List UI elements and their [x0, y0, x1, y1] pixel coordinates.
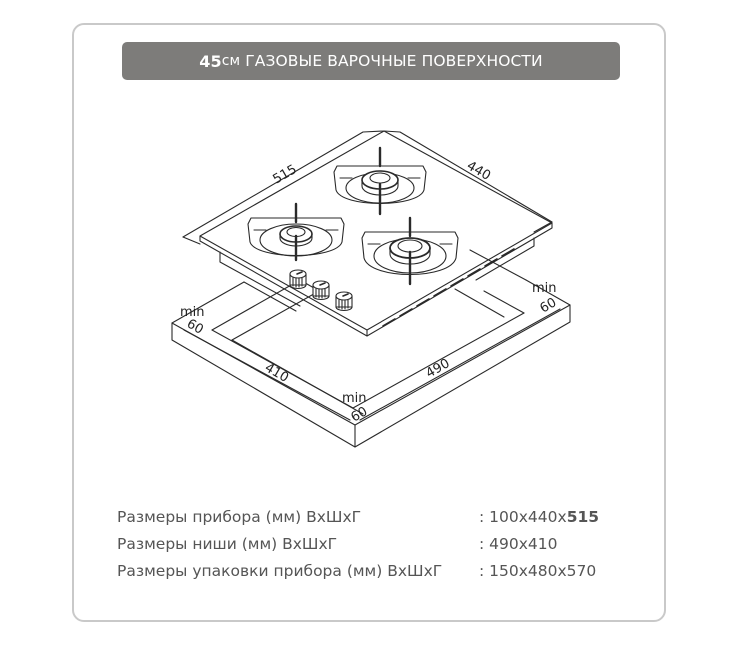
control-knob-1: [289, 269, 307, 290]
dim-label-60-left: 60: [184, 316, 206, 337]
spec-row-niche: Размеры ниши (мм) ВхШхГ : 490x410: [117, 531, 637, 558]
burner-back: [333, 146, 427, 216]
burner-front: [361, 216, 459, 286]
countertop-outline: [171, 249, 571, 448]
header-size-unit: см: [221, 53, 241, 69]
burner-left: [247, 202, 345, 262]
spec-label: Размеры прибора (мм) ВхШхГ: [117, 508, 362, 526]
header-size-number: 45: [199, 51, 222, 71]
spec-row-packaging: Размеры упаковки прибора (мм) ВхШхГ : 15…: [117, 558, 637, 585]
spec-value: : 490x410: [479, 535, 558, 553]
dim-label-min-left: min: [180, 305, 205, 320]
dim-label-niche-width: 410: [262, 360, 291, 385]
dim-label-min-right: min: [532, 281, 557, 296]
hob-installation-diagram: 515 440 min 60 410 490 min 60 min 60: [171, 130, 571, 448]
spec-label: Размеры упаковки прибора (мм) ВхШхГ: [117, 562, 443, 580]
spec-row-appliance: Размеры прибора (мм) ВхШхГ : 100x440x515: [117, 504, 637, 531]
dimension-specs: Размеры прибора (мм) ВхШхГ : 100x440x515…: [117, 504, 637, 585]
spec-value: : 150x480x570: [479, 562, 597, 580]
dimension-lines-top: [182, 130, 553, 245]
dim-label-min-front: min: [342, 391, 367, 406]
hob-glass-top: [199, 130, 553, 337]
header-title: ГАЗОВЫЕ ВАРОЧНЫЕ ПОВЕРХНОСТИ: [245, 52, 543, 70]
product-card: [72, 23, 666, 622]
control-knob-2: [312, 280, 330, 301]
dim-label-depth: 515: [271, 162, 300, 187]
dim-label-60-front: 60: [349, 404, 371, 425]
vent-slots: [382, 248, 515, 327]
dim-label-60-right: 60: [538, 295, 560, 316]
dim-label-niche-depth: 490: [424, 356, 453, 381]
control-knob-3: [335, 291, 353, 312]
header-title-bar: 45 см ГАЗОВЫЕ ВАРОЧНЫЕ ПОВЕРХНОСТИ: [122, 42, 620, 80]
dim-label-width: 440: [464, 158, 493, 183]
spec-value: : 100x440x515: [479, 508, 600, 526]
spec-label: Размеры ниши (мм) ВхШхГ: [117, 535, 338, 553]
